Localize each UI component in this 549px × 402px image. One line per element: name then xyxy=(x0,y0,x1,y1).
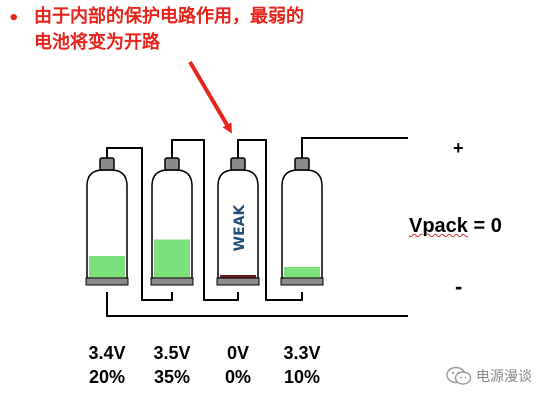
battery-cell-4 xyxy=(280,157,324,286)
battery-4-charge-fill xyxy=(284,267,320,278)
battery-cell-3: WEAK xyxy=(216,157,260,286)
cell-2-voltage: 3.5V xyxy=(153,343,191,363)
cell-1-charge: 20% xyxy=(88,367,126,387)
battery-4-terminal xyxy=(294,157,310,171)
battery-cell-1 xyxy=(85,157,129,286)
battery-1-terminal xyxy=(99,157,115,171)
battery-3-terminal xyxy=(230,157,246,171)
cell-3-voltage: 0V xyxy=(226,343,250,363)
cell-4-values: 3.3V 10% xyxy=(272,341,332,389)
battery-4-body xyxy=(281,169,323,279)
battery-1-bottom-cap xyxy=(85,277,129,286)
pointer-arrow xyxy=(188,60,233,134)
cell-2-values: 3.5V 35% xyxy=(142,341,202,389)
caption-line-1: 由于内部的保护电路作用，最弱的 xyxy=(34,6,304,27)
watermark-text: 电源漫谈 xyxy=(476,369,532,385)
battery-cell-2 xyxy=(150,157,194,286)
battery-3-label: WEAK xyxy=(232,204,248,252)
vpack-label: Vpack = 0 xyxy=(409,215,502,238)
caption: 由于内部的保护电路作用，最弱的 电池将变为开路 xyxy=(34,4,394,56)
pack-negative-terminal: - xyxy=(455,274,463,299)
cell-4-charge: 10% xyxy=(283,367,321,387)
battery-3-bottom-cap xyxy=(216,277,260,286)
battery-cells: WEAK xyxy=(85,157,324,286)
battery-4-bottom-cap xyxy=(280,277,324,286)
wiring xyxy=(106,137,408,317)
caption-line-2: 电池将变为开路 xyxy=(34,32,160,53)
watermark: 电源漫谈 xyxy=(446,366,532,386)
cell-1-values: 3.4V 20% xyxy=(77,341,137,389)
vpack-name: Vpack xyxy=(409,215,468,237)
vpack-value: = 0 xyxy=(467,215,502,237)
pack-positive-terminal: + xyxy=(453,138,464,158)
cell-2-charge: 35% xyxy=(153,367,191,387)
battery-2-bottom-cap xyxy=(150,277,194,286)
bullet-marker: • xyxy=(8,8,20,29)
cell-3-values: 0V 0% xyxy=(208,341,268,389)
battery-1-charge-fill xyxy=(89,256,125,278)
cell-4-voltage: 3.3V xyxy=(283,343,321,363)
battery-3-charge-fill xyxy=(220,275,256,278)
battery-2-terminal xyxy=(164,157,180,171)
wechat-icon xyxy=(446,366,472,386)
battery-2-charge-fill xyxy=(154,239,190,278)
cell-3-charge: 0% xyxy=(224,367,251,387)
cell-1-voltage: 3.4V xyxy=(88,343,126,363)
